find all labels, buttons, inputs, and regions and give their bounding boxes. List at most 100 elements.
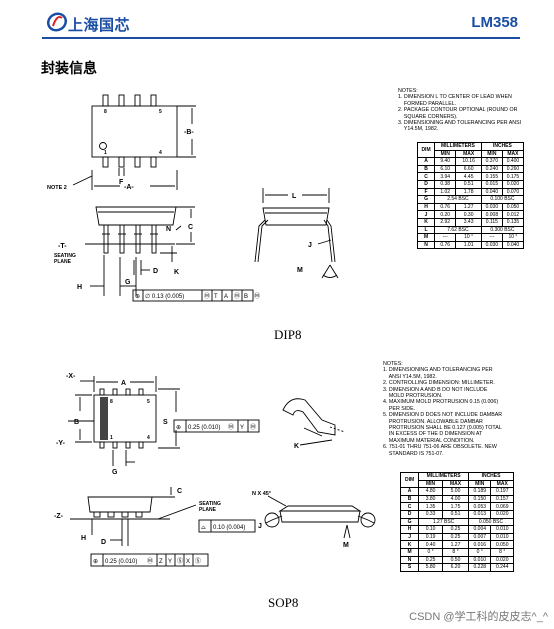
dip8-table-cell: 1.01 — [455, 240, 482, 250]
dip8-label-l: L — [292, 193, 297, 200]
sop8-tol3-x: X — [186, 559, 190, 565]
dip8-note-line: 2. PACKAGE CONTOUR OPTIONAL (ROUND OR — [398, 107, 518, 114]
sop8-table-cell: A — [399, 487, 420, 496]
dip8-caption: DIP8 — [274, 327, 302, 342]
sop8-table-cell: 0.19 — [418, 532, 443, 542]
dip8-label-c: C — [188, 224, 193, 231]
sop8-table-cell: 3.80 — [418, 494, 443, 504]
sop8-note-line: MOLD PROTRUSION. — [383, 393, 443, 400]
dip8-label-k: K — [174, 269, 179, 276]
dip8-tol-t: T — [214, 294, 218, 300]
sop8-table-cell: 0.150 — [468, 494, 492, 504]
sop8-tol3-m: Ⓜ — [147, 557, 153, 565]
sop8-note-line: 5. DIMENSION D DOES NOT INCLUDE DAMBAR — [383, 412, 503, 419]
dip8-pin4: 4 — [159, 150, 162, 156]
dip8-pin8: 8 — [104, 109, 107, 115]
sop8-label-z: -Z- — [54, 513, 64, 520]
dip8-tol-m1: Ⓜ — [204, 292, 210, 300]
sop8-tol1-m: Ⓜ — [228, 423, 234, 431]
dip8-pin5: 5 — [159, 109, 162, 115]
sop8-table-subheader: MAX — [490, 479, 514, 489]
sop8-note-line: PROTRUSION SHALL BE 0.127 (0.005) TOTAL — [383, 425, 502, 432]
dip8-label-j: J — [308, 242, 312, 249]
sop8-table-cell: 0.10 — [418, 525, 443, 534]
sop8-label-g: G — [112, 469, 118, 476]
sop8-tol3-symbol: ⊕ — [93, 559, 98, 565]
sop8-table-cell: G — [399, 517, 420, 527]
sop8-note-line: STANDARD IS 751-07. — [383, 450, 444, 457]
dip8-note-line: 3. DIMENSIONING AND TOLERANCING PER ANSI — [398, 120, 522, 127]
sop8-table-cell: 0.013 — [468, 509, 492, 519]
sop8-table-col-inches: INCHES — [468, 472, 514, 481]
company-name: 上海国芯 — [68, 16, 131, 34]
sop8-pin8: 8 — [110, 399, 113, 405]
sop8-table-subheader: MIN — [468, 479, 492, 489]
sop8-table-cell: 0.197 — [490, 487, 514, 496]
dip8-label-b: -B- — [184, 129, 194, 136]
sop8-table-cell: 4.00 — [441, 494, 470, 504]
sop8-label-b: B — [74, 419, 79, 426]
sop8-note-line: 4. MAXIMUM MOLD PROTRUSION 0.15 (0.006) — [383, 399, 499, 406]
sop8-label-d: D — [101, 539, 106, 546]
dip8-tol-symbol: ⊕ — [135, 294, 140, 300]
dip8-note-line: Y14.5M, 1982. — [398, 126, 439, 133]
sop8-table-cell: 6.20 — [441, 563, 470, 572]
dip8-label-g: G — [125, 279, 131, 286]
sop8-label-plane: PLANE — [199, 507, 217, 513]
sop8-notes-title: NOTES: — [383, 361, 403, 367]
sop8-label-s: S — [163, 419, 168, 426]
dip8-label-h: H — [77, 284, 82, 291]
sop8-table-cell: 0.189 — [468, 487, 492, 496]
sop8-pin5: 5 — [147, 399, 150, 405]
sop8-table-cell: 0.053 — [468, 502, 492, 511]
sop8-table-cell: 1.27 BSC — [418, 517, 470, 527]
sop8-table-col-dim: DIM — [399, 471, 420, 489]
sop8-note-line: 6. 751-01 THRU 751-06 ARE OBSOLETE. NEW — [383, 444, 497, 451]
sop8-tol2-value: 0.10 (0.004) — [213, 525, 245, 531]
sop8-table-subheader: MAX — [441, 479, 470, 489]
sop8-note-line: 1. DIMENSIONING AND TOLERANCING PER — [383, 367, 493, 374]
sop8-table-cell: 0.050 — [490, 540, 514, 549]
dip8-label-f: F — [119, 179, 124, 186]
dip8-note-line: 1. DIMENSION L TO CENTER OF LEAD WHEN — [398, 94, 512, 101]
sop8-table-cell: 1.27 — [441, 540, 470, 549]
dip8-label-note2: NOTE 2 — [47, 185, 67, 191]
sop8-table-cell: 0.25 — [418, 555, 443, 565]
sop8-table-cell: N — [399, 555, 420, 565]
sop8-tol1-symbol: ⊕ — [176, 425, 181, 431]
sop8-table-cell: 0.020 — [490, 555, 514, 565]
sop8-table-cell: 0 ° — [418, 547, 443, 557]
part-number: LM358 — [471, 14, 518, 31]
sop8-table-cell: 0.25 — [441, 525, 470, 534]
sop8-table-subheader: MIN — [418, 479, 443, 489]
sop8-note-line: 2. CONTROLLING DIMENSION: MILLIMETER. — [383, 380, 495, 387]
sop8-pin4: 4 — [147, 435, 150, 441]
dip8-note-line: FORMED PARALLEL. — [398, 100, 457, 107]
watermark: CSDN @学工科的皮皮志^_^ — [409, 611, 548, 623]
sop8-table-cell: 0.004 — [468, 525, 492, 534]
sop8-table-cell: 1.35 — [418, 502, 443, 511]
sop8-tol1-m2: Ⓜ — [250, 423, 256, 431]
sop8-tol3-s1: Ⓢ — [177, 557, 183, 565]
sop8-table-cell: 0.25 — [441, 532, 470, 542]
sop8-table-cell: D — [399, 509, 420, 519]
company-logo-icon — [46, 12, 68, 32]
sop8-pin1: 1 — [110, 435, 113, 441]
sop8-tol1-value: 0.25 (0.010) — [188, 425, 220, 431]
sop8-label-m: M — [343, 542, 349, 549]
sop8-label-h: H — [81, 535, 86, 542]
sop8-tol3-value: 0.25 (0.010) — [105, 559, 137, 565]
sop8-table-cell: 0.51 — [441, 509, 470, 519]
